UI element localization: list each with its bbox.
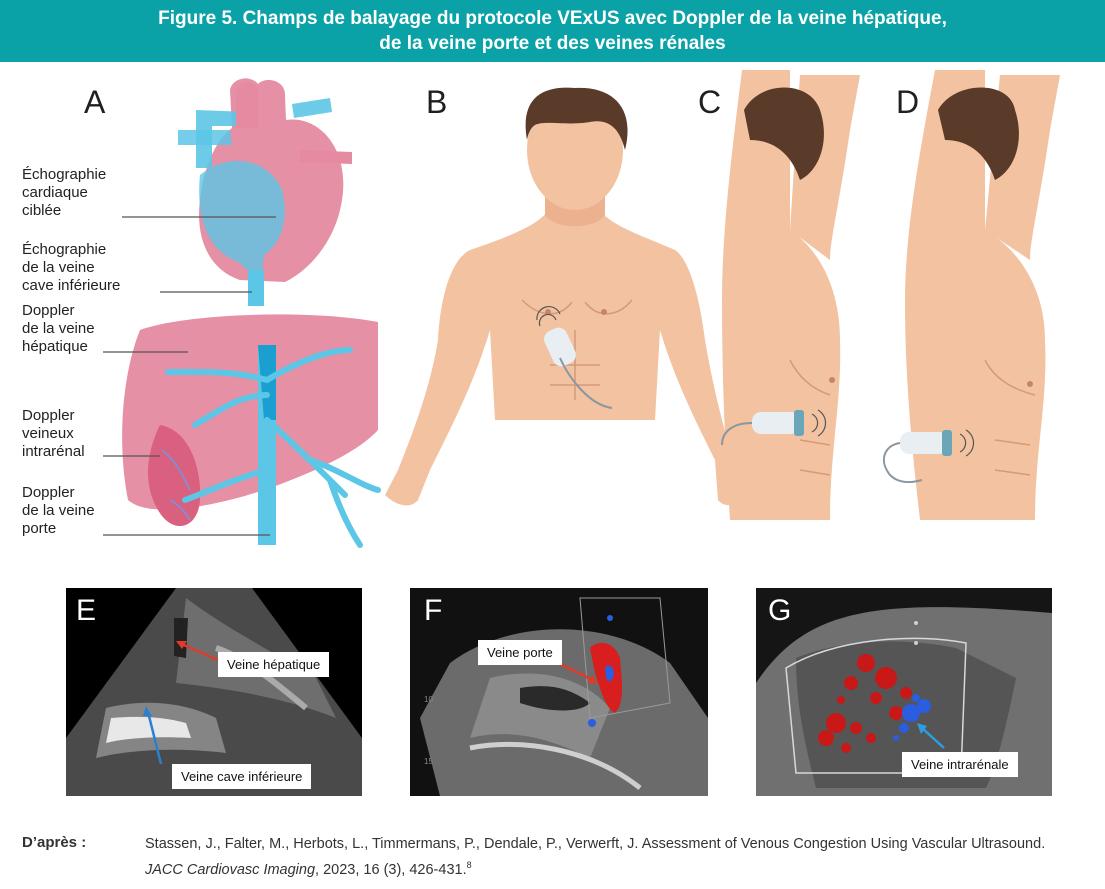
svg-text:10: 10 xyxy=(424,695,433,704)
figure-title-line-1: Figure 5. Champs de balayage du protocol… xyxy=(158,8,947,29)
probe-c xyxy=(721,409,827,446)
callout-portal-vein: Veine porte xyxy=(478,640,562,665)
callout-ivc: Veine cave inférieure xyxy=(172,764,312,789)
citation-details: , 2023, 16 (3), 426-431. xyxy=(315,861,467,878)
panel-label-e: E xyxy=(76,594,97,627)
panel-a-leader-lines xyxy=(103,216,276,536)
panel-label-f: F xyxy=(424,594,443,627)
footer-source-label: D’après : xyxy=(22,834,87,851)
figure-title-line-2: de la veine porte et des veines rénales xyxy=(379,33,726,54)
callout-hepatic-vein: Veine hépatique xyxy=(218,652,330,677)
panel-label-g: G xyxy=(768,594,792,627)
panel-label-b: B xyxy=(426,84,448,120)
torso-side-c-illustration xyxy=(721,70,860,520)
ultrasound-panel-f: 10 15 F Veine porte xyxy=(410,588,708,796)
heart-illustration xyxy=(178,78,352,306)
ultrasound-f-image: 10 15 xyxy=(410,588,708,796)
torso-side-d-illustration xyxy=(882,70,1060,520)
citation-journal: JACC Cardiovasc Imaging xyxy=(145,861,316,878)
ultrasound-g-image xyxy=(756,588,1052,796)
panel-label-a: A xyxy=(84,84,106,120)
ultrasound-e-image xyxy=(66,588,362,796)
probe-b xyxy=(536,306,613,409)
liver-illustration xyxy=(122,314,381,548)
citation-authors-title: Stassen, J., Falter, M., Herbots, L., Ti… xyxy=(145,836,1046,852)
panel-label-c: C xyxy=(698,84,722,120)
callout-intrarenal-vein: Veine intrarénale xyxy=(902,752,1018,777)
citation-reference-number: 8 xyxy=(466,860,472,870)
panel-label-d: D xyxy=(896,84,920,120)
ultrasound-panel-e: E Veine hépatique Veine cave inférieure xyxy=(66,588,362,796)
svg-text:15: 15 xyxy=(424,757,433,766)
anatomy-illustration xyxy=(103,70,1060,548)
ultrasound-panel-g: G Veine intrarénale xyxy=(756,588,1052,796)
torso-front-illustration xyxy=(385,87,742,506)
figure-title-bar: Figure 5. Champs de balayage du protocol… xyxy=(0,0,1105,62)
probe-d xyxy=(882,429,975,483)
footer-citation: Stassen, J., Falter, M., Herbots, L., Ti… xyxy=(145,834,1095,881)
